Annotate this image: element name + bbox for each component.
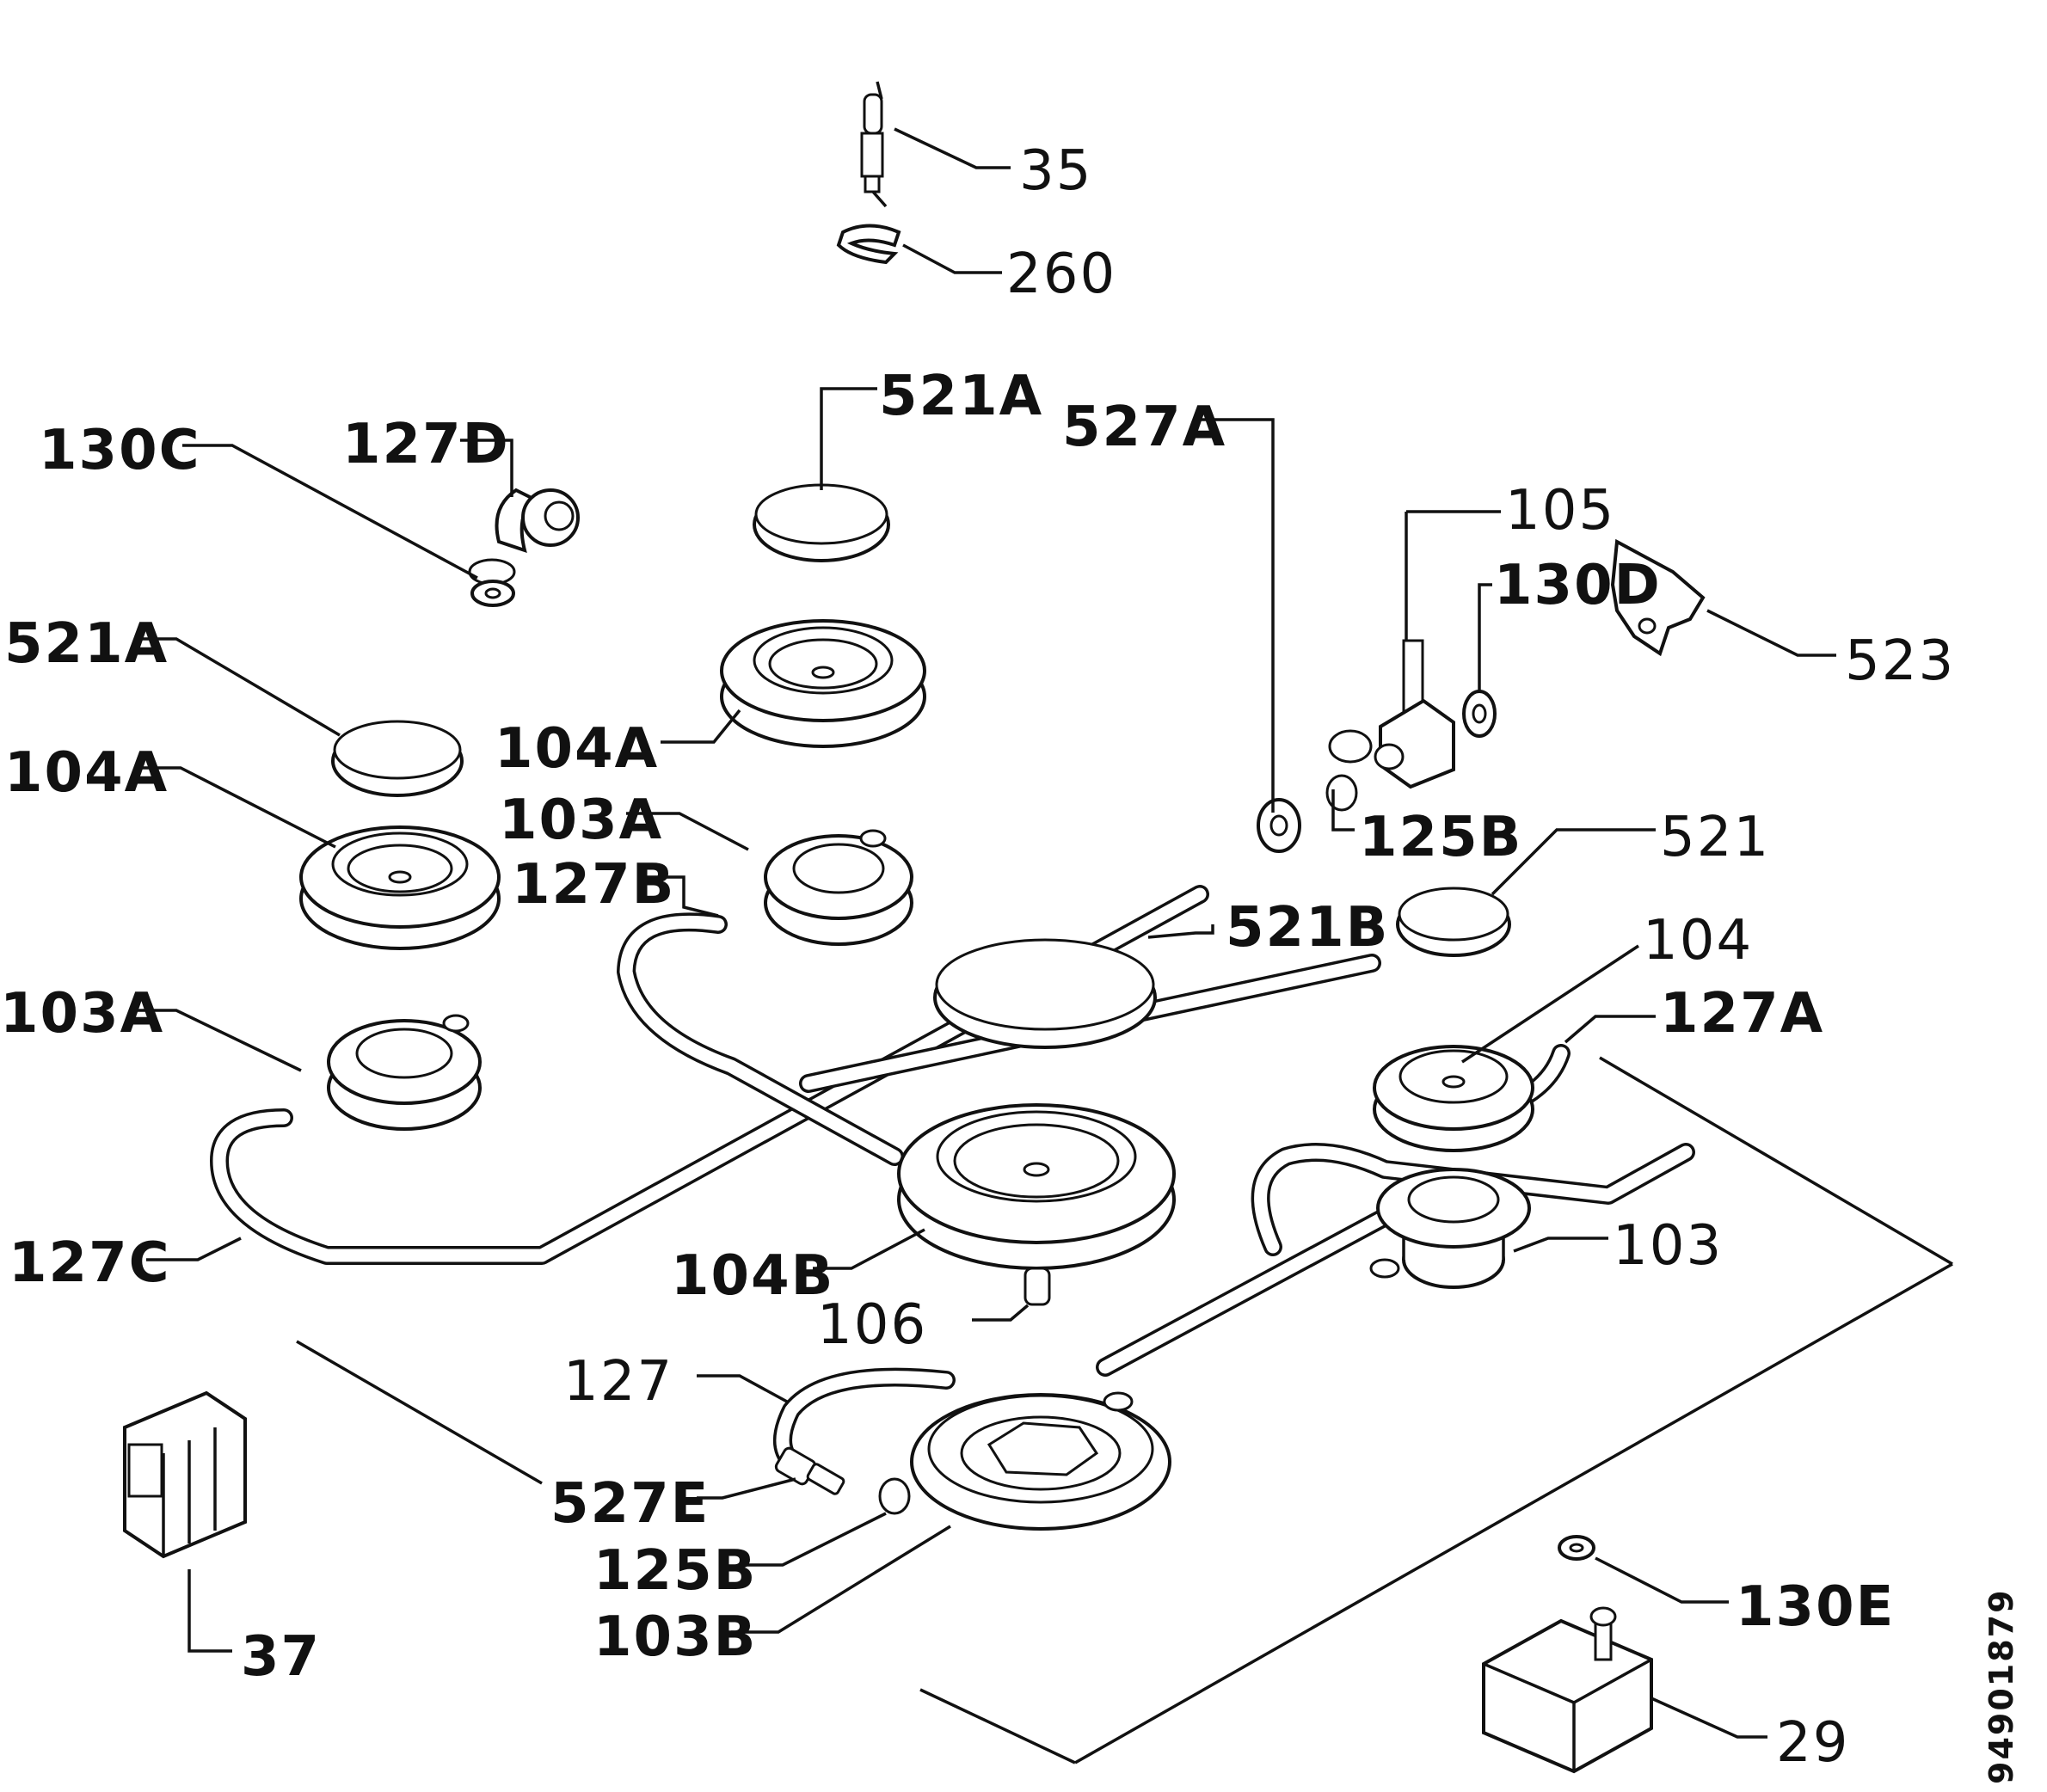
label-125b-right: 125B bbox=[1359, 806, 1522, 869]
burner-parts bbox=[123, 81, 1706, 1774]
label-35: 35 bbox=[1019, 139, 1092, 203]
label-37: 37 bbox=[241, 1625, 321, 1689]
hob-outline bbox=[296, 1056, 1953, 1764]
injector-106 bbox=[1024, 1267, 1051, 1306]
burner-cap-521 bbox=[1396, 887, 1511, 957]
label-103a-center: 103A bbox=[499, 789, 663, 852]
label-130c: 130C bbox=[39, 419, 201, 482]
label-104a-left: 104A bbox=[4, 741, 169, 805]
spark-electrode-35 bbox=[860, 81, 888, 208]
label-260: 260 bbox=[1006, 242, 1116, 306]
label-104a-center: 104A bbox=[495, 717, 659, 781]
nozzle-125b bbox=[878, 774, 1358, 1515]
burner-base-103b bbox=[910, 1391, 1171, 1531]
label-130d: 130D bbox=[1494, 554, 1662, 617]
label-521a-left: 521A bbox=[4, 612, 169, 676]
label-29: 29 bbox=[1776, 1711, 1849, 1775]
label-523: 523 bbox=[1845, 629, 1955, 693]
washer-130d bbox=[1462, 690, 1497, 738]
label-527e: 527E bbox=[550, 1472, 710, 1536]
label-127b: 127B bbox=[512, 853, 675, 917]
label-125b-bottom: 125B bbox=[593, 1539, 757, 1603]
burner-base-103 bbox=[1369, 1168, 1531, 1289]
label-521a-top: 521A bbox=[879, 365, 1043, 428]
label-106: 106 bbox=[817, 1293, 927, 1357]
connector-527e bbox=[774, 1446, 845, 1495]
drawing-number: 94901879 bbox=[1982, 1588, 2020, 1784]
label-103a-left: 103A bbox=[0, 982, 164, 1046]
clip-260 bbox=[836, 224, 901, 265]
burner-crown-104 bbox=[1373, 1045, 1534, 1152]
leader-lines bbox=[136, 127, 1836, 1739]
washer-130e bbox=[1558, 1535, 1595, 1561]
gas-valve-105 bbox=[1328, 639, 1455, 789]
label-527a: 527A bbox=[1062, 396, 1226, 459]
burner-base-103a-center bbox=[764, 829, 913, 946]
burner-cap-521a-left bbox=[331, 720, 464, 797]
bracket-523 bbox=[1610, 538, 1706, 657]
burner-crown-104a-left bbox=[299, 825, 501, 950]
elbow-127d bbox=[468, 488, 580, 586]
burner-crown-104b bbox=[897, 1103, 1176, 1270]
burner-base-103a-left bbox=[327, 1014, 482, 1131]
ignition-generator-29 bbox=[1482, 1606, 1653, 1774]
burner-crown-104a-center bbox=[720, 619, 926, 748]
label-104: 104 bbox=[1643, 909, 1753, 973]
label-127a: 127A bbox=[1660, 982, 1824, 1046]
gas-tubes bbox=[210, 885, 1695, 1471]
label-104b: 104B bbox=[671, 1244, 834, 1308]
label-521: 521 bbox=[1660, 806, 1770, 869]
label-103: 103 bbox=[1613, 1214, 1723, 1278]
label-127d: 127D bbox=[342, 413, 510, 476]
washer-130c bbox=[470, 580, 515, 607]
label-127: 127 bbox=[563, 1350, 673, 1414]
label-521b: 521B bbox=[1226, 896, 1389, 960]
ignition-switch-37 bbox=[123, 1390, 247, 1559]
label-105: 105 bbox=[1505, 479, 1615, 543]
label-103b: 103B bbox=[593, 1605, 757, 1669]
label-130e: 130E bbox=[1736, 1575, 1895, 1639]
part-labels: 35 260 521A 527A 130C 127D 105 130D 523 … bbox=[0, 139, 2020, 1784]
label-127c: 127C bbox=[9, 1231, 171, 1295]
burner-cap-521b bbox=[933, 938, 1157, 1049]
burner-cap-521a-top bbox=[753, 483, 890, 562]
nut-527a bbox=[1257, 798, 1301, 853]
